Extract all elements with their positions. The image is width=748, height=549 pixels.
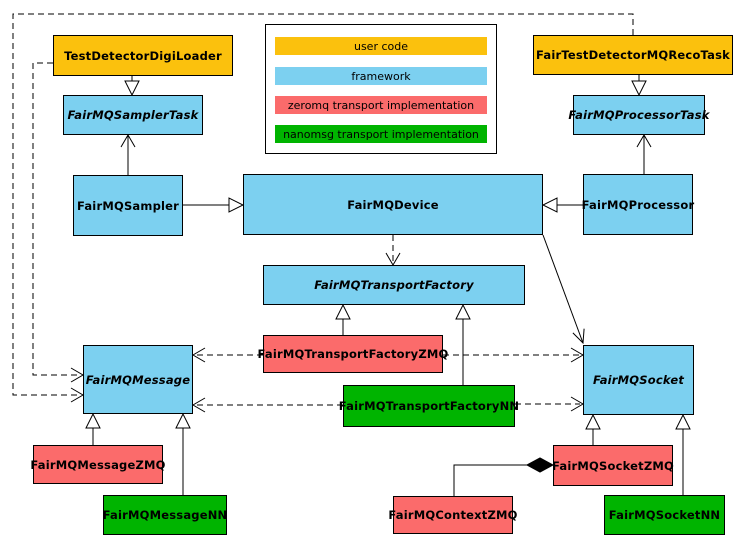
node-fairmqtransportfactoryzmq: FairMQTransportFactoryZMQ: [258, 335, 448, 373]
legend-label: user code: [353, 39, 409, 53]
edge-fairmqsocketzmq-composes-fairmqcontextzmq: [453, 457, 555, 496]
node-fairmqcontextzmq: FairMQContextZMQ: [388, 496, 517, 534]
edge-fairmqtransportfactorynn-depends-fairmqsocket: [515, 396, 584, 412]
legend: user code framework zeromq transport imp…: [265, 24, 497, 154]
node-fairmqdevice: FairMQDevice: [243, 174, 543, 235]
edge-fairmqprocessor-inherits-fairmqdevice: [541, 197, 583, 213]
edge-fairmqdevice-depends-fairmqtransportfactory: [385, 235, 401, 266]
node-fairmqsampler: FairMQSampler: [73, 175, 183, 236]
edge-fairmqdevice-uses-fairmqsocket: [542, 234, 585, 345]
node-fairmqmessagezmq: FairMQMessageZMQ: [30, 445, 165, 484]
node-fairmqsocketnn: FairMQSocketNN: [604, 495, 725, 535]
edge-testdetectordigiloader-inherits-fairmqsamplertask: [124, 76, 140, 97]
node-fairtestdetectormqrecotask: FairTestDetectorMQRecoTask: [533, 35, 733, 75]
edge-fairmqsocketzmq-inherits-fairmqsocket: [585, 413, 601, 445]
edge-fairmqtransportfactoryzmq-depends-fairmqsocket: [443, 347, 584, 363]
edge-fairmqtransportfactorynn-depends-fairmqmessage: [192, 397, 343, 413]
node-fairmqsamplertask: FairMQSamplerTask: [63, 95, 203, 135]
edge-fairmqtransportfactoryzmq-inherits-fairmqtransportfactory: [335, 303, 351, 335]
edge-fairmqsampler-uses-fairmqsamplertask: [120, 134, 136, 175]
edge-fairmqmessagezmq-inherits-fairmqmessage: [85, 412, 101, 445]
edge-fairmqsampler-inherits-fairmqdevice: [183, 197, 245, 213]
node-fairmqsocket: FairMQSocket: [583, 345, 694, 415]
node-fairmqtransportfactorynn: FairMQTransportFactoryNN: [339, 385, 519, 427]
legend-item-nanomsg: nanomsg transport implementation: [275, 125, 487, 143]
edge-fairmqsocketnn-inherits-fairmqsocket: [675, 413, 691, 495]
edge-fairmqmessagenn-inherits-fairmqmessage: [175, 412, 191, 495]
legend-label: nanomsg transport implementation: [283, 127, 479, 141]
node-fairmqmessagenn: FairMQMessageNN: [103, 495, 227, 535]
legend-item-framework: framework: [275, 67, 487, 85]
node-fairmqprocessortask: FairMQProcessorTask: [568, 95, 709, 135]
legend-label: framework: [351, 69, 411, 83]
edge-fairmqtransportfactorynn-inherits-fairmqtransportfactory: [455, 303, 471, 385]
legend-item-zeromq: zeromq transport implementation: [275, 96, 487, 114]
node-fairmqtransportfactory: FairMQTransportFactory: [263, 265, 525, 305]
legend-label: zeromq transport implementation: [287, 98, 475, 112]
node-fairmqsocketzmq: FairMQSocketZMQ: [552, 445, 674, 486]
legend-item-user-code: user code: [275, 37, 487, 55]
node-fairmqprocessor: FairMQProcessor: [582, 174, 694, 235]
edge-fairtestdetectormqrecotask-inherits-fairmqprocessortask: [631, 75, 647, 97]
edge-fairmqtransportfactoryzmq-depends-fairmqmessage: [192, 347, 263, 363]
node-fairmqmessage: FairMQMessage: [83, 345, 193, 414]
node-testdetectordigiloader: TestDetectorDigiLoader: [53, 35, 233, 76]
edge-fairmqprocessor-uses-fairmqprocessortask: [636, 134, 652, 174]
